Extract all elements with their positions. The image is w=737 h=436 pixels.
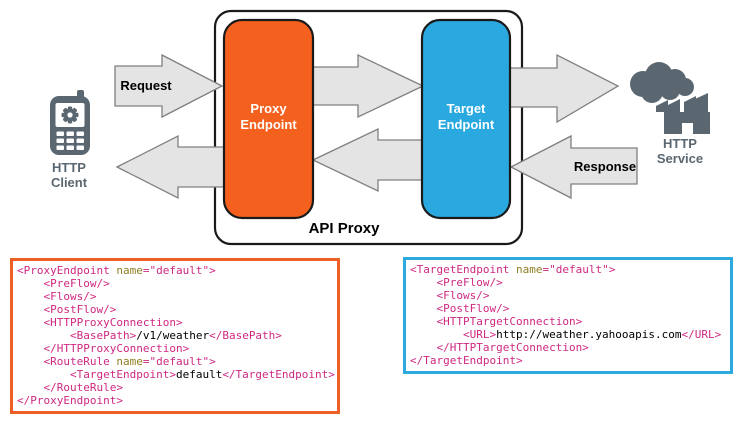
request-arrow-label: Request <box>120 78 172 93</box>
phone-icon <box>50 90 90 155</box>
code-line: </HTTPProxyConnection> <box>17 342 190 355</box>
code-line: <BasePath>/v1/weather</BasePath> <box>17 329 282 342</box>
response-arrow <box>509 134 638 200</box>
http-client-label: HTTP Client <box>50 160 88 190</box>
code-line: </ProxyEndpoint> <box>17 394 123 407</box>
request-arrow <box>114 53 224 119</box>
target-endpoint-box <box>420 18 512 220</box>
target-endpoint-config-code: <TargetEndpoint name="default"> <PreFlow… <box>403 257 733 374</box>
api-proxy-label: API Proxy <box>308 220 380 237</box>
code-line: <URL>http://weather.yahooapis.com</URL> <box>410 328 722 341</box>
code-line: <PostFlow/> <box>17 303 117 316</box>
code-line: <PreFlow/> <box>17 277 110 290</box>
code-line: <RouteRule name="default"> <box>17 355 216 368</box>
proxy-to-target-arrow <box>312 53 425 119</box>
code-line: <PreFlow/> <box>410 276 503 289</box>
code-line: </RouteRule> <box>17 381 123 394</box>
proxy-endpoint-config-code: <ProxyEndpoint name="default"> <PreFlow/… <box>10 258 340 414</box>
code-line: <Flows/> <box>410 289 490 302</box>
http-service-label: HTTP Service <box>656 136 704 166</box>
target-to-service-arrow <box>509 53 620 124</box>
proxy-endpoint-box <box>222 18 315 220</box>
target-endpoint-label: Target Endpoint <box>437 101 495 132</box>
code-line: <TargetEndpoint>default</TargetEndpoint> <box>17 368 335 381</box>
proxy-endpoint-label: Proxy Endpoint <box>240 101 297 132</box>
gear-icon <box>61 106 79 124</box>
response-arrow-label: Response <box>573 159 637 174</box>
flow-diagram <box>50 9 710 246</box>
code-line: </HTTPTargetConnection> <box>410 341 589 354</box>
code-line: <HTTPTargetConnection> <box>410 315 583 328</box>
cloud-icon <box>630 62 694 103</box>
factory-icon <box>630 62 710 134</box>
code-line: <HTTPProxyConnection> <box>17 316 183 329</box>
code-line: <PostFlow/> <box>410 302 510 315</box>
code-line: </TargetEndpoint> <box>410 354 523 367</box>
code-line: <Flows/> <box>17 290 97 303</box>
code-line: <TargetEndpoint name="default"> <box>410 263 616 276</box>
code-line: <ProxyEndpoint name="default"> <box>17 264 216 277</box>
keypad <box>56 131 84 150</box>
